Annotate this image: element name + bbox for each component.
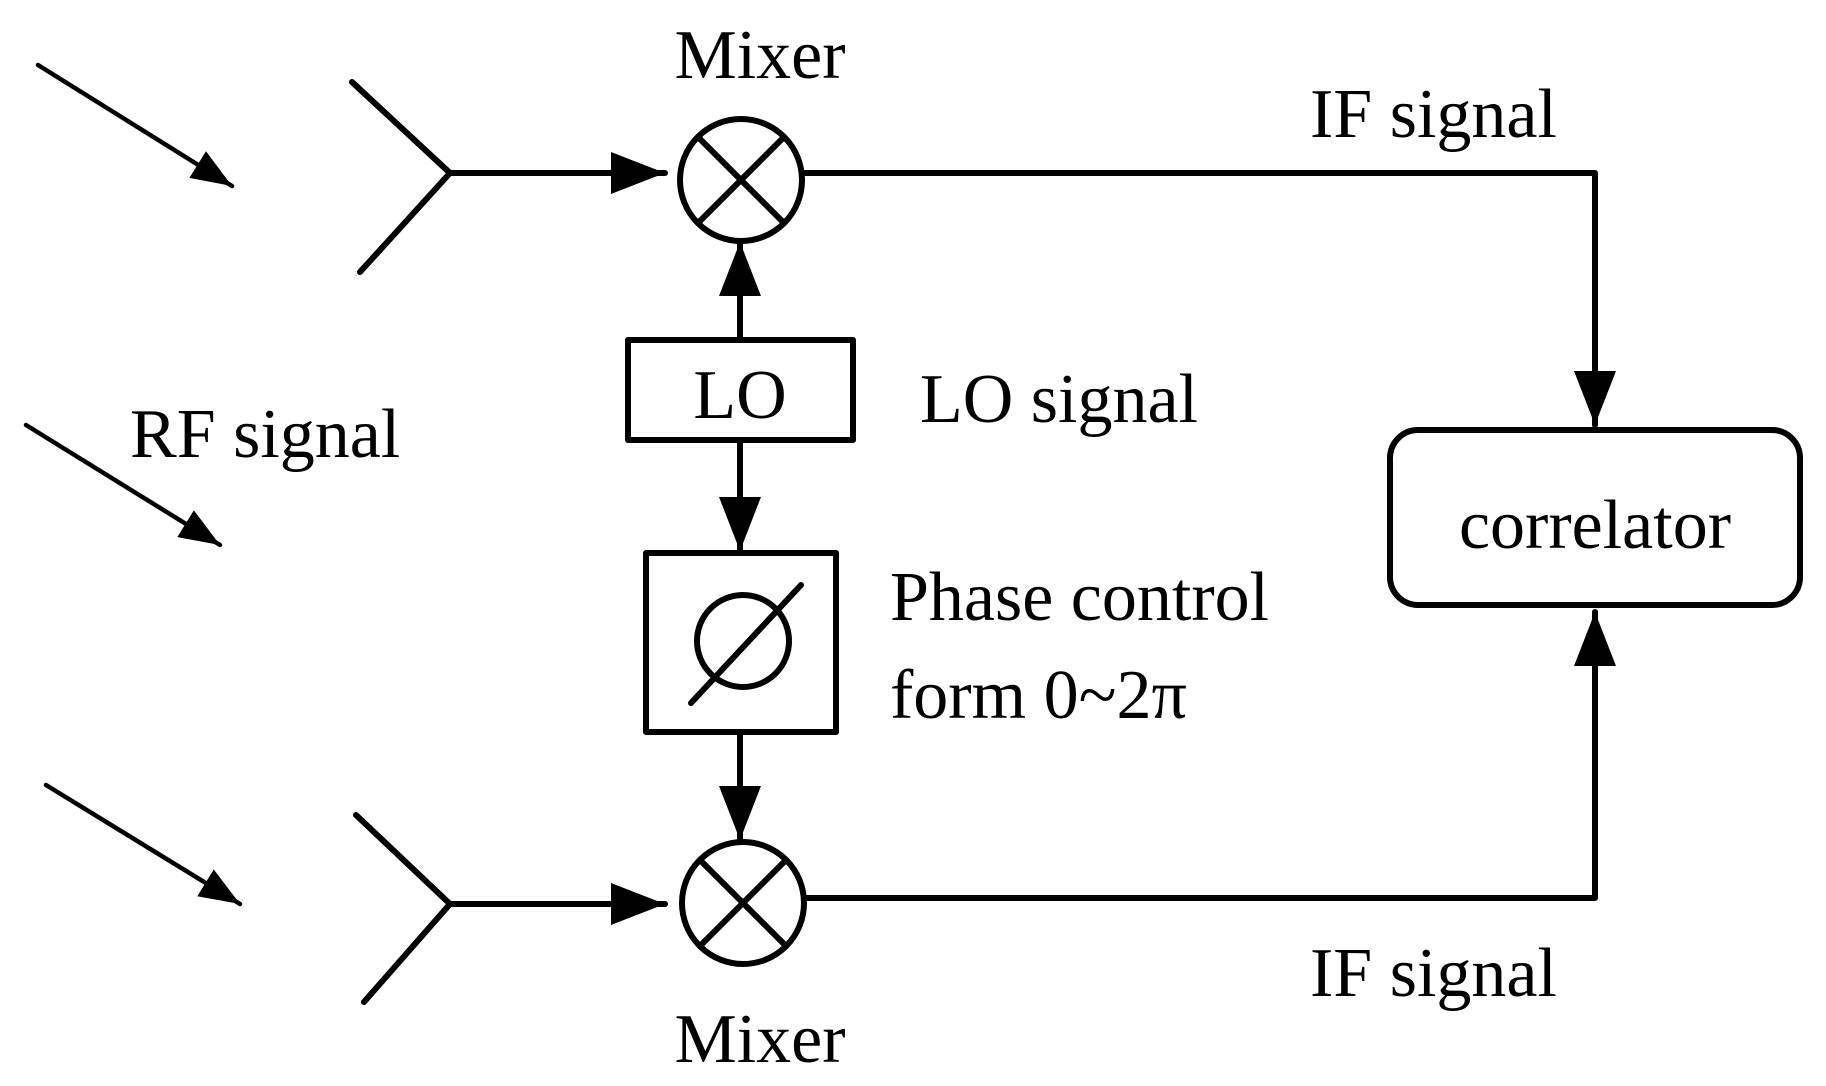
rf-arrow-middle	[23, 422, 223, 548]
phase-control-label-line1: Phase control	[890, 559, 1269, 636]
if-signal-top-label: IF signal	[1310, 76, 1557, 153]
lo-signal-label: LO signal	[920, 361, 1198, 438]
phase-shifter-icon	[688, 582, 804, 706]
mixer-bottom-icon	[679, 839, 807, 967]
rf-signal-label: RF signal	[130, 396, 400, 473]
antenna-top-icon	[349, 79, 453, 275]
rf-arrow-top	[35, 62, 235, 189]
mixer-top-label: Mixer	[674, 17, 845, 94]
rf-arrow-bottom	[43, 782, 243, 907]
antenna-bottom-icon	[353, 812, 453, 1005]
mixer-bottom-label: Mixer	[674, 1001, 845, 1078]
correlator-label: correlator	[1459, 487, 1731, 564]
phase-control-label-line2: form 0~2π	[890, 657, 1187, 734]
mixer-top-icon	[677, 116, 805, 244]
if-path-bottom	[801, 609, 1616, 901]
lo-box-label: LO	[693, 357, 786, 434]
if-path-top	[799, 170, 1616, 428]
correlator-box	[1387, 427, 1803, 608]
phase-shifter-box	[643, 550, 839, 735]
if-signal-bottom-label: IF signal	[1310, 935, 1557, 1012]
